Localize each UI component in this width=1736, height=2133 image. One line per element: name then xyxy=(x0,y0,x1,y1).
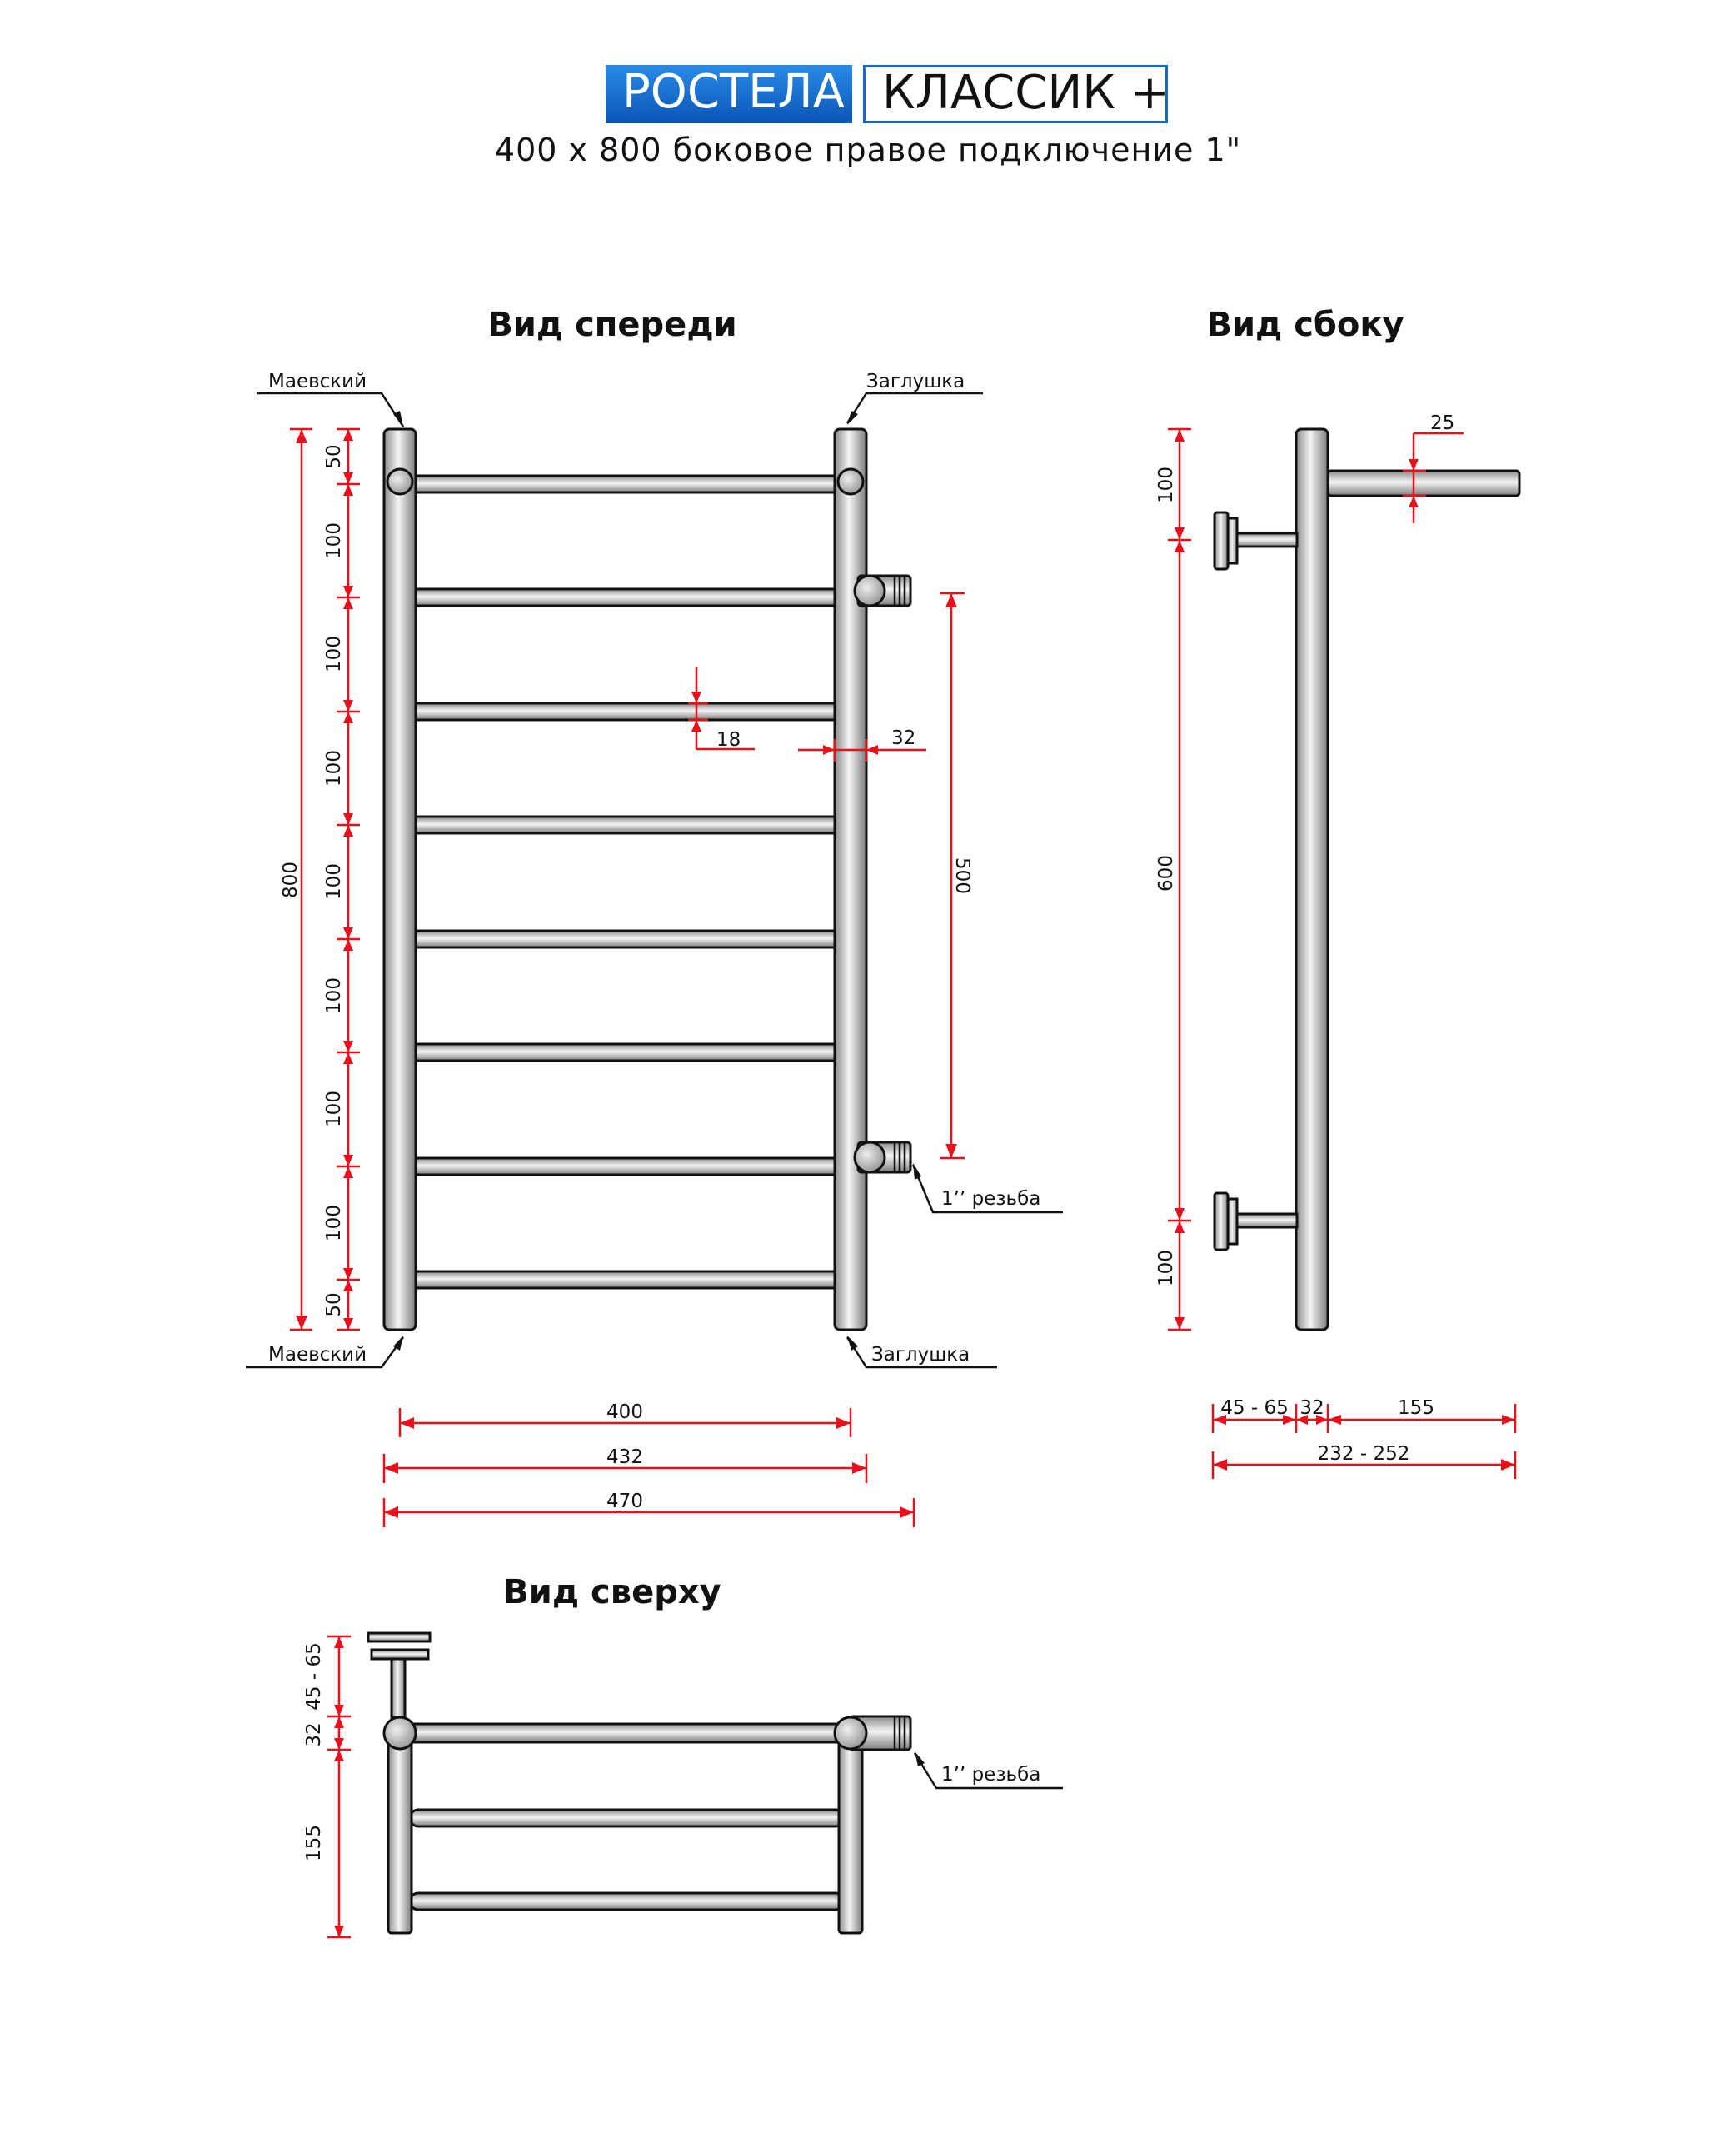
thread-label-front: 1’’ резьба xyxy=(941,1188,1040,1210)
side-view-title: Вид сбоку xyxy=(1206,306,1404,344)
rung xyxy=(408,815,846,835)
dim-side-total-depth-label: 232 - 252 xyxy=(1318,1443,1410,1465)
dim-segment-label: 100 xyxy=(323,636,345,672)
dim-segment-label: 100 xyxy=(323,863,345,900)
dim-width-432-label: 432 xyxy=(606,1446,643,1468)
thread-fitting-top xyxy=(853,574,912,607)
front-view-title: Вид спереди xyxy=(487,306,736,344)
dim-rung-diameter-label: 18 xyxy=(716,729,741,751)
top-view-title: Вид сверху xyxy=(503,1573,721,1611)
wall-bracket-bottom xyxy=(1213,1191,1299,1251)
dim-width-432: 432 xyxy=(382,1446,868,1483)
dim-width-400-label: 400 xyxy=(606,1401,643,1423)
dim-top-wall-gap-label: 45 - 65 xyxy=(303,1642,325,1710)
dim-side-total-depth: 232 - 252 xyxy=(1211,1443,1517,1479)
dim-top-pipe-label: 32 xyxy=(303,1722,325,1746)
page-subtitle: 400 x 800 боковое правое подключение 1" xyxy=(494,132,1242,168)
dim-side-rung-diameter: 25 xyxy=(1403,412,1464,523)
top-thread-fitting xyxy=(833,1715,912,1751)
thread-callout-front: 1’’ резьба xyxy=(911,1163,1063,1214)
plug-bottom-label: Заглушка xyxy=(871,1344,970,1366)
dim-total-height: 800 xyxy=(280,427,312,1331)
dim-side-depth-label: 155 xyxy=(1398,1397,1434,1419)
dim-side-wall-gap-label: 45 - 65 xyxy=(1220,1397,1288,1419)
dim-side-middle-label: 600 xyxy=(1155,855,1177,892)
rung xyxy=(408,587,846,607)
maevsky-bottom-label: Маевский xyxy=(268,1344,367,1366)
rung xyxy=(408,702,846,722)
top-wall-bracket xyxy=(367,1631,432,1719)
pipe-joint xyxy=(386,467,414,496)
plug-top-label: Заглушка xyxy=(866,371,965,392)
dim-segments: 50 100 100 100 100 100 100 100 50 xyxy=(323,427,360,1331)
top-rung xyxy=(408,1808,846,1828)
thread-fitting-bottom xyxy=(853,1141,912,1174)
dim-top-depth-label: 155 xyxy=(303,1825,325,1861)
plug-top-callout: Заглушка xyxy=(846,371,983,425)
rung xyxy=(398,474,851,494)
maevsky-bottom-callout: Маевский xyxy=(246,1336,405,1369)
dim-segment-label: 50 xyxy=(323,1292,345,1316)
top-right-pipe xyxy=(837,1730,864,1935)
dim-pipe-diameter-label: 32 xyxy=(891,727,915,749)
side-rung xyxy=(1326,469,1521,497)
dim-side-rung-diameter-label: 25 xyxy=(1430,412,1454,434)
rung xyxy=(408,1270,846,1290)
rung xyxy=(408,1042,846,1062)
top-pipe-end xyxy=(382,1716,417,1751)
dim-pipe-diameter: 32 xyxy=(798,727,926,762)
pipe-joint xyxy=(836,467,865,496)
dim-side-pipe-label: 32 xyxy=(1300,1397,1324,1419)
top-rung xyxy=(408,1891,846,1911)
left-riser-pipe xyxy=(382,427,417,1331)
rung xyxy=(408,929,846,949)
rung xyxy=(408,1156,846,1176)
dim-width-400: 400 xyxy=(398,1401,852,1437)
dim-side-top-label: 100 xyxy=(1155,467,1177,503)
brand-logo: РОСТЕЛА xyxy=(606,65,852,123)
top-rung xyxy=(398,1722,852,1744)
dim-total-height-label: 800 xyxy=(280,862,302,898)
wall-bracket-top xyxy=(1213,511,1299,571)
dim-segment-label: 100 xyxy=(323,522,345,559)
dim-segment-label: 100 xyxy=(323,1091,345,1127)
thread-callout-top: 1’’ резьба xyxy=(913,1751,1063,1790)
dim-side-depths: 45 - 65 32 155 xyxy=(1211,1397,1517,1433)
plug-bottom-callout: Заглушка xyxy=(846,1336,997,1369)
header: РОСТЕЛА КЛАССИК + 400 x 800 боковое прав… xyxy=(0,0,1736,192)
side-riser-pipe xyxy=(1295,427,1329,1331)
dim-segment-label: 100 xyxy=(323,977,345,1014)
dim-connection-spacing-label: 500 xyxy=(951,857,973,894)
maevsky-top-label: Маевский xyxy=(268,371,367,392)
top-left-pipe xyxy=(387,1730,413,1935)
dim-width-470: 470 xyxy=(382,1491,915,1527)
dim-side-vertical: 100 600 100 xyxy=(1155,427,1191,1331)
dim-segment-label: 50 xyxy=(323,444,345,468)
dim-width-470-label: 470 xyxy=(606,1491,643,1512)
dim-rung-diameter: 18 xyxy=(688,667,755,751)
thread-label-top: 1’’ резьба xyxy=(941,1764,1040,1786)
dim-connection-spacing: 500 xyxy=(940,592,973,1160)
dim-top-vertical: 45 - 65 32 155 xyxy=(303,1635,351,1939)
dim-segment-label: 100 xyxy=(323,1205,345,1241)
dim-segment-label: 100 xyxy=(323,750,345,787)
front-rungs xyxy=(398,474,851,1290)
right-riser-pipe xyxy=(833,427,868,1331)
model-name: КЛАССИК + xyxy=(863,65,1170,123)
maevsky-top-callout: Маевский xyxy=(257,371,405,427)
dim-side-bottom-label: 100 xyxy=(1155,1250,1177,1286)
